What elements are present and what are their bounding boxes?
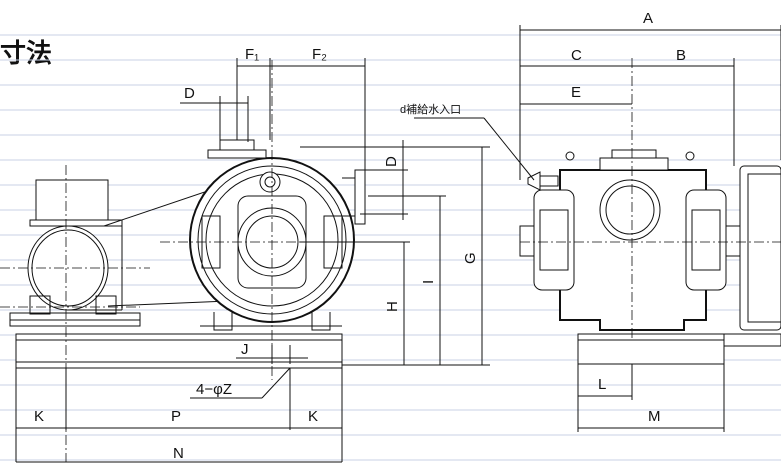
dim-b: B xyxy=(676,47,686,64)
dim-e: E xyxy=(571,84,581,101)
dim-k-right: K xyxy=(308,408,318,425)
dim-a: A xyxy=(643,10,653,27)
dim-f1: F₁ xyxy=(245,46,259,63)
pump-casing-front xyxy=(189,139,366,335)
front-view xyxy=(0,60,380,462)
front-dimensions: F₁ F₂ D D H I G xyxy=(15,46,490,463)
dim-g: G xyxy=(462,252,479,264)
side-view xyxy=(519,58,781,365)
motor xyxy=(9,179,141,327)
dim-m: M xyxy=(648,408,661,425)
page-title: 寸法 xyxy=(0,39,53,69)
base-frame xyxy=(15,333,343,369)
dim-p: P xyxy=(171,408,181,425)
side-base xyxy=(577,333,725,365)
dim-f2: F₂ xyxy=(312,46,327,63)
dim-d-side: D xyxy=(383,156,400,167)
dim-n: N xyxy=(173,445,184,462)
dim-c: C xyxy=(571,47,582,64)
dim-i: I xyxy=(420,280,437,284)
dim-z: 4−φZ xyxy=(196,381,232,398)
side-dimensions: A C B E d補給水入口 L M xyxy=(400,10,781,432)
dim-d-top: D xyxy=(184,85,195,102)
dim-j: J xyxy=(241,341,249,358)
supply-port-label: d補給水入口 xyxy=(400,102,461,116)
dim-l: L xyxy=(598,376,606,393)
dim-h: H xyxy=(384,301,401,312)
dim-k-left: K xyxy=(34,408,44,425)
